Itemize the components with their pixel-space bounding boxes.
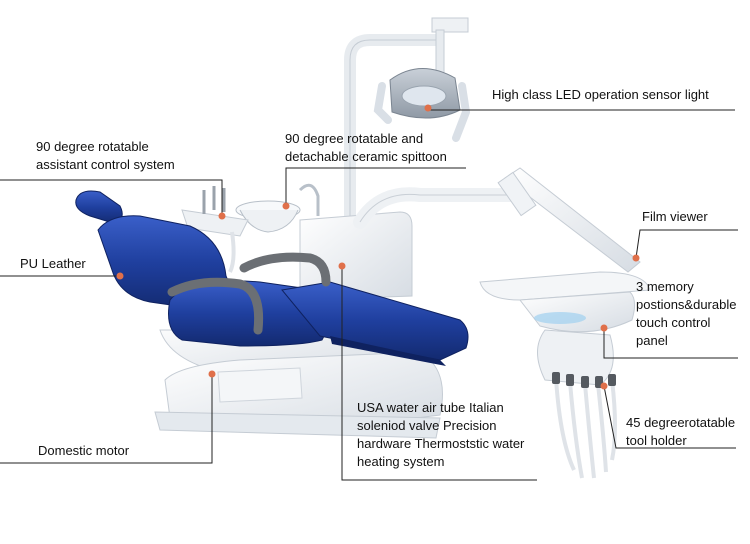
label-pu-leather: PU Leather — [20, 256, 86, 271]
label-motor: Domestic motor — [38, 443, 130, 458]
label-spittoon-line2: detachable ceramic spittoon — [285, 149, 447, 164]
label-film-viewer: Film viewer — [642, 209, 708, 224]
water-unit — [235, 183, 527, 301]
marker-film-viewer — [632, 254, 640, 262]
marker-dots — [116, 104, 640, 390]
assistant-arm — [181, 186, 249, 273]
label-memory-line1: 3 memory — [636, 279, 694, 294]
label-led-light: High class LED operation sensor light — [492, 87, 709, 102]
label-tool-line1: 45 degreerotatable — [626, 415, 736, 430]
marker-pu-leather — [116, 272, 124, 280]
leader-lines — [0, 108, 738, 481]
marker-assistant — [218, 212, 226, 220]
label-spittoon-line1: 90 degree rotatable and — [285, 131, 424, 146]
label-assistant-line2: assistant control system — [36, 157, 175, 172]
tool-holder — [537, 329, 617, 479]
marker-motor — [208, 370, 216, 378]
label-memory-line4: panel — [636, 333, 668, 348]
marker-memory-panel — [600, 324, 608, 332]
marker-led-light — [424, 104, 432, 112]
armrests — [167, 252, 331, 335]
marker-spittoon — [282, 202, 290, 210]
label-memory-line2: postions&durable — [636, 297, 737, 312]
label-memory-line3: touch control — [636, 315, 711, 330]
label-usa-line1: USA water air tube Italian — [357, 400, 504, 415]
light-arm — [344, 17, 469, 230]
led-lamp — [373, 68, 471, 142]
label-usa-line2: soleniod valve Precision — [357, 418, 497, 433]
doctor-tray-arm — [479, 167, 651, 333]
marker-tool-holder — [600, 382, 608, 390]
label-tool-line2: tool holder — [626, 433, 687, 448]
label-usa-line3: hardware Thermoststic water — [357, 436, 525, 451]
marker-water-system — [338, 262, 346, 270]
label-assistant-line1: 90 degree rotatable — [36, 139, 149, 154]
label-usa-line4: heating system — [357, 454, 445, 469]
